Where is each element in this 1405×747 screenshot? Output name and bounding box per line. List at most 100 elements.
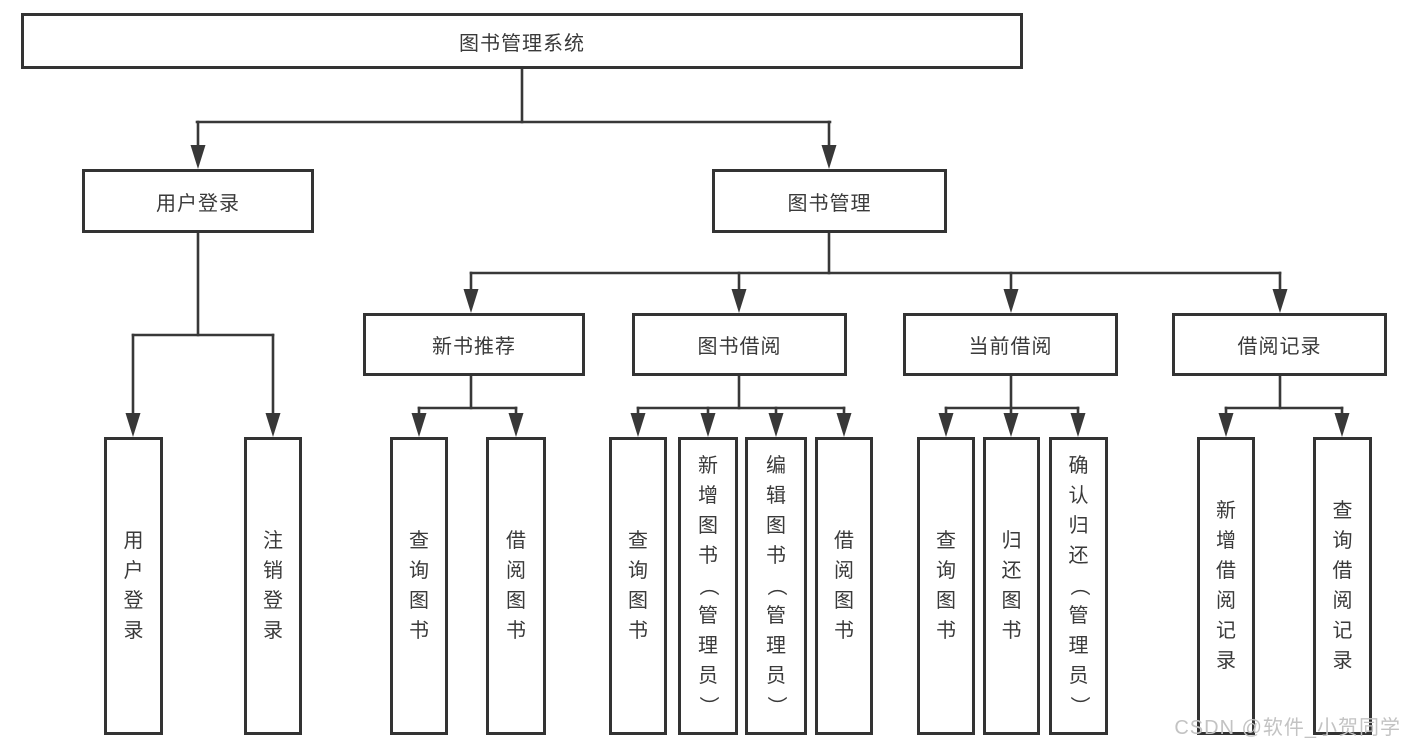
node-label-char: 还 [1001,560,1022,582]
node-label-char: 录 [263,620,283,642]
node-label-char: ） [697,696,719,716]
node-label-char: 理 [766,635,786,657]
node-leaf-user-login: 用户登录 [104,437,163,735]
node-label-char: 户 [123,560,144,582]
node-label-char: 阅 [1216,590,1236,612]
node-leaf-logout: 注销登录 [244,437,302,735]
node-label-char: 录 [1216,650,1236,672]
node-label-char: 图 [936,590,956,612]
node-label: 图书借阅 [697,336,782,358]
node-label-char: 借 [506,530,526,552]
arrowhead-icon [836,413,852,437]
node-label-char: 员 [766,665,786,687]
node-label-char: 编 [766,455,786,477]
node-label-char: 新 [698,455,718,477]
node-leaf-bb-query: 查询图书 [609,437,667,735]
node-label-char: 注 [263,530,283,552]
node-label-char: 借 [1216,560,1236,582]
arrowhead-icon [190,145,206,169]
arrowhead-icon [508,413,524,437]
node-label-char: 书 [936,620,956,642]
node-label-char: 阅 [834,560,854,582]
arrowhead-icon [1334,413,1350,437]
node-label-char: 图 [834,590,854,612]
node-label-char: 图 [506,590,526,612]
arrowhead-icon [1003,289,1019,313]
node-label-char: 查 [409,530,429,552]
node-leaf-nb-query: 查询图书 [390,437,448,735]
node-leaf-cb-query: 查询图书 [917,437,975,735]
node-label: 当前借阅 [968,336,1053,358]
node-label-char: 认 [1068,485,1089,507]
arrowhead-icon [821,145,837,169]
arrowhead-icon [1218,413,1234,437]
node-label-char: 归 [1068,515,1089,537]
arrowhead-icon [1272,289,1288,313]
node-label-char: 询 [936,560,956,582]
node-book-management: 图书管理 [712,169,947,233]
node-label: 新书推荐 [432,336,516,358]
node-label-char: 图 [628,590,648,612]
node-label-char: 记 [1216,620,1236,642]
node-label-char: 管 [766,605,786,627]
node-label-char: 书 [766,545,786,567]
arrowhead-icon [731,289,747,313]
node-label-char: （ [697,576,719,596]
node-label-char: 录 [1332,650,1353,672]
node-label-char: 用 [123,530,144,552]
node-label-char: 书 [1001,620,1022,642]
node-leaf-cb-confirm: 确认归还（管理员） [1049,437,1108,735]
node-label-char: 查 [936,530,956,552]
node-label-char: 图 [698,515,718,537]
node-label-char: 书 [628,620,648,642]
node-label-char: 理 [1068,635,1089,657]
node-label-char: 阅 [506,560,526,582]
node-label-char: 书 [698,545,718,567]
node-current-borrow: 当前借阅 [903,313,1118,376]
node-label-char: 询 [628,560,648,582]
watermark: CSDN @软件_小贺同学 [1174,717,1401,739]
node-user-login: 用户登录 [82,169,314,233]
arrowhead-icon [1003,413,1019,437]
arrowhead-icon [411,413,427,437]
node-leaf-bb-add: 新增图书（管理员） [678,437,738,735]
node-label-char: 管 [1068,605,1089,627]
node-label-char: 书 [834,620,854,642]
node-leaf-bb-borrow: 借阅图书 [815,437,873,735]
arrowhead-icon [463,289,479,313]
arrowhead-icon [125,413,141,437]
node-label-char: 管 [698,605,718,627]
node-label-char: （ [765,576,787,596]
node-leaf-br-add: 新增借阅记录 [1197,437,1255,735]
node-label-char: 书 [409,620,429,642]
arrowhead-icon [938,413,954,437]
node-label-char: 新 [1216,500,1236,522]
node-label-char: （ [1067,576,1090,596]
arrowhead-icon [700,413,716,437]
node-leaf-bb-edit: 编辑图书（管理员） [745,437,807,735]
node-label-char: 销 [263,560,283,582]
node-label-char: 询 [1332,530,1353,552]
node-label-char: 借 [1332,560,1353,582]
node-label-char: 确 [1068,455,1089,477]
node-root: 图书管理系统 [21,13,1023,69]
node-label-char: 归 [1001,530,1022,552]
node-label-char: 登 [123,590,144,612]
arrowhead-icon [768,413,784,437]
node-label-char: 借 [834,530,854,552]
node-label-char: ） [1067,696,1090,716]
node-label-char: 还 [1068,545,1089,567]
node-label-char: 图 [766,515,786,537]
node-label-char: 员 [698,665,718,687]
node-label-char: 辑 [766,485,786,507]
node-label-char: 图 [1001,590,1022,612]
node-label-char: 阅 [1332,590,1353,612]
node-label-char: 图 [409,590,429,612]
node-label-char: 询 [409,560,429,582]
node-label-char: 查 [1332,500,1353,522]
node-label-char: 录 [123,620,144,642]
node-book-borrow: 图书借阅 [632,313,847,376]
arrowhead-icon [265,413,281,437]
